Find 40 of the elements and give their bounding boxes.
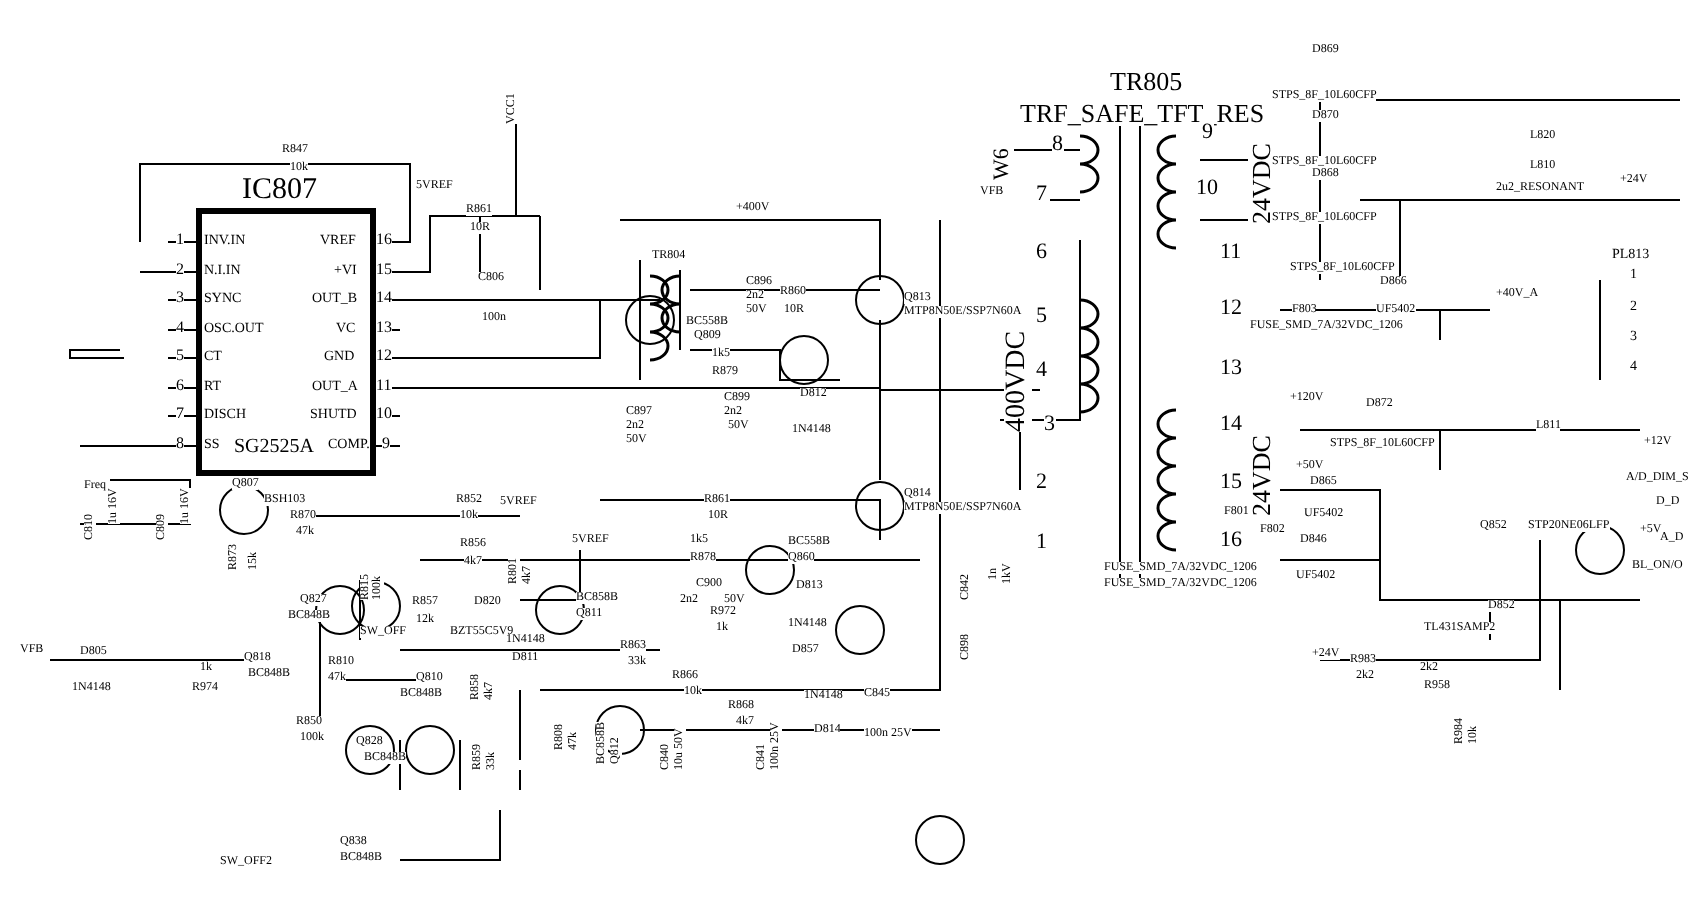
pin-number: 9 [382,436,390,452]
terminal-number: 3 [1044,414,1055,436]
terminal-number: 16 [1220,530,1242,552]
pin-number: 8 [176,436,184,452]
terminal-number: 14 [1220,414,1242,436]
pin-number: 14 [376,290,392,306]
terminal-number: 11 [1220,242,1242,264]
transformer-label: TRF_SAFE_TFT_RES [1020,100,1265,126]
terminal-number: 13 [1220,358,1242,380]
pin-number: 6 [176,378,184,394]
terminal-number: W6 [992,148,1014,180]
pin-number: 3 [176,290,184,306]
terminal-number: 12 [1220,298,1242,320]
terminal-number: 8 [1052,134,1063,156]
terminal-number: 5 [1036,306,1047,328]
terminal-number: 2 [1036,472,1047,494]
pin-number: 13 [376,320,392,336]
pin-number: 10 [376,406,392,422]
pin-number: 15 [376,262,392,278]
transformer-label: TR805 [1110,68,1183,94]
pin-number: 4 [176,320,184,336]
terminal-number: 1 [1036,532,1047,554]
net-label: 24VDC [1248,435,1274,516]
terminal-number: 15 [1220,472,1242,494]
terminal-number: 9 [1202,122,1213,144]
terminal-number: 10 [1196,178,1218,200]
net-label: 400VDC [1004,330,1032,432]
terminal-number: 7 [1036,184,1047,206]
pin-number: 5 [176,348,184,364]
pin-number: 12 [376,348,392,364]
pin-number: 16 [376,232,392,248]
terminal-number: 6 [1036,242,1047,264]
net-label: 24VDC [1248,143,1274,224]
pin-number: 11 [376,378,392,394]
terminal-number: 4 [1036,360,1047,382]
chip-designator: IC807 [242,174,317,208]
pin-number: 7 [176,406,184,422]
pin-number: 2 [176,262,184,278]
pin-number: 1 [176,232,184,248]
chip-part-number: SG2525A [234,436,315,458]
